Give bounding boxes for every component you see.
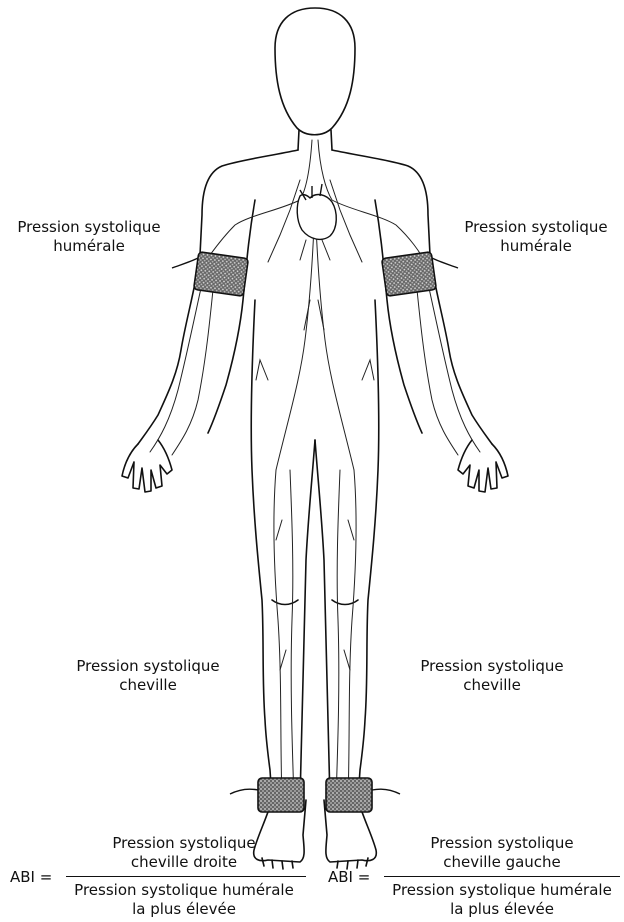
fraction-bar (384, 876, 620, 877)
numerator-line: Pression systolique (62, 834, 306, 853)
body-outline (122, 8, 508, 869)
label-line: humérale (0, 237, 178, 256)
label-line: humérale (448, 237, 624, 256)
label-brachial-left: Pression systolique humérale (0, 218, 178, 256)
numerator-line: Pression systolique (382, 834, 622, 853)
denominator-line: Pression systolique humérale (62, 881, 306, 900)
cuff-arm-left (172, 252, 248, 297)
label-line: Pression systolique (56, 657, 240, 676)
label-line: Pression systolique (400, 657, 584, 676)
abi-numerator: Pression systolique cheville gauche (382, 834, 622, 872)
denominator-line: la plus élevée (382, 900, 622, 919)
denominator-line: la plus élevée (62, 900, 306, 919)
label-line: Pression systolique (0, 218, 178, 237)
abi-denominator: Pression systolique humérale la plus éle… (62, 881, 306, 919)
label-brachial-right: Pression systolique humérale (448, 218, 624, 256)
cuff-arm-right (382, 252, 458, 297)
numerator-line: cheville gauche (382, 853, 622, 872)
abi-numerator: Pression systolique cheville droite (62, 834, 306, 872)
abi-denominator: Pression systolique humérale la plus éle… (382, 881, 622, 919)
cuff-ankle-right (326, 778, 400, 812)
label-ankle-left: Pression systolique cheville (56, 657, 240, 695)
abi-lhs: ABI = (10, 868, 52, 887)
cuff-ankle-left (230, 778, 304, 812)
numerator-line: cheville droite (62, 853, 306, 872)
label-line: cheville (400, 676, 584, 695)
abi-lhs: ABI = (328, 868, 370, 887)
label-line: Pression systolique (448, 218, 624, 237)
denominator-line: Pression systolique humérale (382, 881, 622, 900)
fraction-bar (66, 876, 306, 877)
label-line: cheville (56, 676, 240, 695)
label-ankle-right: Pression systolique cheville (400, 657, 584, 695)
